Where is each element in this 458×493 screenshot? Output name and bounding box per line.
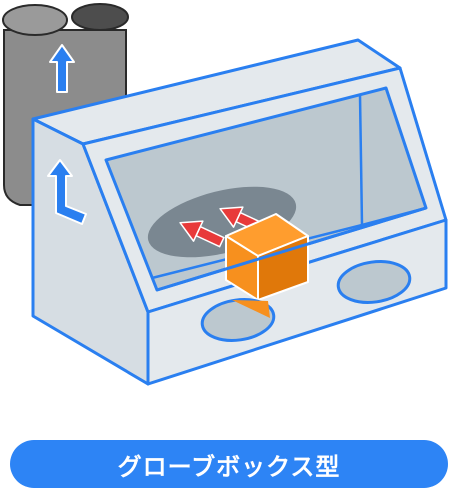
caption-label: グローブボックス型 bbox=[10, 440, 448, 488]
arrow-up-icon bbox=[49, 44, 75, 93]
glass-bottom-edge bbox=[156, 206, 427, 292]
caption-text: グローブボックス型 bbox=[117, 452, 341, 481]
glove-box-illustration bbox=[2, 3, 448, 386]
glove-box-cabinet bbox=[31, 38, 448, 386]
glove-port-right bbox=[336, 260, 412, 304]
arrow-turn-up-icon bbox=[47, 159, 87, 225]
duct-top-rim bbox=[2, 4, 68, 36]
glove-port-left bbox=[200, 298, 276, 342]
cabinet-back-wall bbox=[358, 94, 364, 226]
duct-opening bbox=[71, 3, 129, 31]
